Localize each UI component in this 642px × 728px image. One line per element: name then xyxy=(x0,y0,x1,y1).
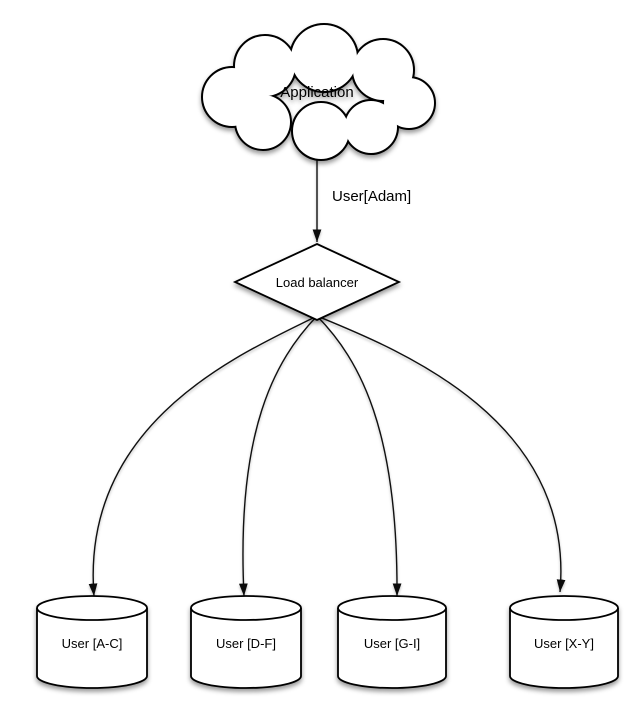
cloud-icon xyxy=(201,23,436,161)
application-cloud-node: Application xyxy=(201,23,436,161)
shard-3-label: User [G-I] xyxy=(364,636,420,651)
database-icon xyxy=(190,595,302,689)
database-cylinder-2: User [D-F] xyxy=(190,595,302,689)
shard-2-label: User [D-F] xyxy=(216,636,276,651)
load-balancer-node: Load balancer xyxy=(232,243,402,321)
edge-loadbalancer-to-shard-3 xyxy=(316,315,402,597)
database-icon xyxy=(509,595,619,689)
edge-label-user-adam: User[Adam] xyxy=(332,188,411,205)
application-label: Application xyxy=(280,84,353,101)
database-cylinder-1: User [A-C] xyxy=(36,595,148,689)
database-cylinder-4: User [X-Y] xyxy=(509,595,619,689)
edges-layer xyxy=(88,150,566,597)
load-balancer-label: Load balancer xyxy=(276,275,359,290)
database-cylinder-3: User [G-I] xyxy=(337,595,447,689)
database-icon xyxy=(337,595,447,689)
edge-loadbalancer-to-shard-1 xyxy=(88,315,318,597)
edge-loadbalancer-to-shard-2 xyxy=(239,315,318,597)
shard-4-label: User [X-Y] xyxy=(534,636,594,651)
diamond-icon xyxy=(232,243,402,321)
shard-1-label: User [A-C] xyxy=(62,636,123,651)
database-icon xyxy=(36,595,148,689)
edge-loadbalancer-to-shard-4 xyxy=(316,315,566,593)
